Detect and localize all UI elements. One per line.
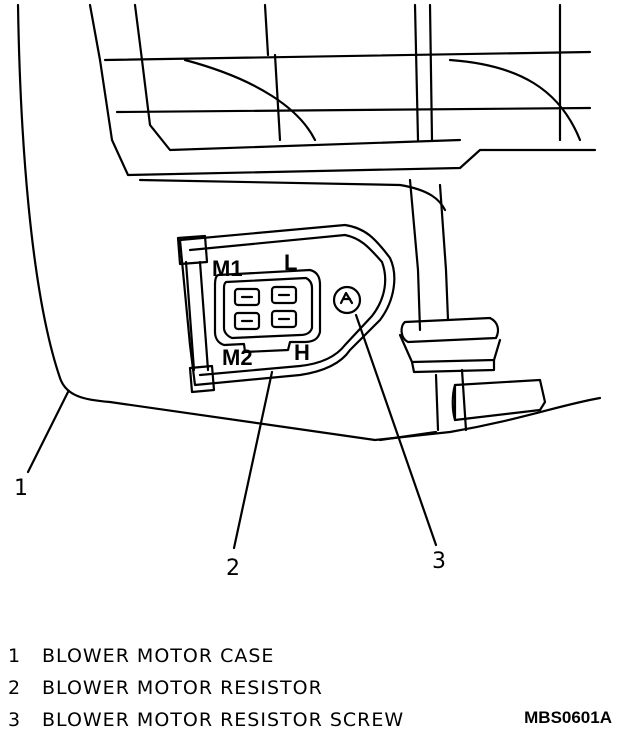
terminal-m1-label: M1: [212, 256, 243, 281]
legend-item: 1 BLOWER MOTOR CASE: [8, 640, 488, 672]
duct-rails: [408, 178, 468, 432]
legend-item-text: BLOWER MOTOR RESISTOR SCREW: [42, 709, 405, 731]
blower-motor-diagram: M1 L M2 H 1 2 3: [14, 3, 602, 581]
leader-line-2: [232, 370, 274, 550]
legend-item-number: 1: [8, 645, 22, 667]
callout-3: 3: [432, 549, 446, 574]
terminal-m2-label: M2: [222, 345, 253, 370]
right-clip: [398, 316, 502, 374]
leader-line-3: [354, 313, 438, 547]
blower-case-outline: [16, 3, 602, 442]
callout-1: 1: [14, 476, 28, 501]
leader-line-1: [26, 390, 70, 474]
resistor-screw: [332, 285, 362, 315]
legend-item: 2 BLOWER MOTOR RESISTOR: [8, 672, 488, 704]
terminal-h-label: H: [294, 340, 310, 365]
legend-item: 3 BLOWER MOTOR RESISTOR SCREW: [8, 704, 488, 736]
legend-item-number: 3: [8, 709, 22, 731]
legend-item-text: BLOWER MOTOR RESISTOR: [42, 677, 323, 699]
callout-2: 2: [226, 556, 240, 581]
resistor-connector: [213, 268, 322, 354]
legend-item-number: 2: [8, 677, 22, 699]
figure-code: MBS0601A: [524, 708, 612, 727]
terminal-l-label: L: [284, 250, 297, 275]
resistor-plate: [178, 223, 396, 387]
legend-item-text: BLOWER MOTOR CASE: [42, 645, 275, 667]
fan-grille: [88, 3, 597, 212]
left-flange: [176, 234, 216, 394]
parts-legend: 1 BLOWER MOTOR CASE 2 BLOWER MOTOR RESIS…: [8, 640, 488, 736]
lower-bracket: [378, 378, 547, 442]
